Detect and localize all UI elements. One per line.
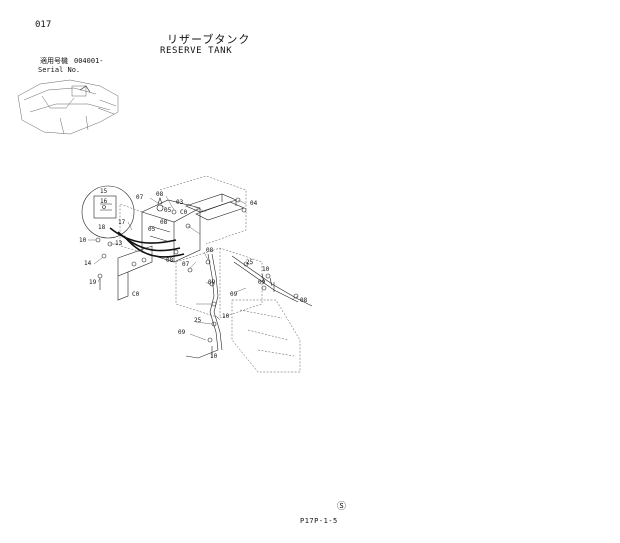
callout: 10 — [210, 353, 218, 360]
callout: 09 — [178, 329, 186, 336]
machine-thumbnail — [17, 79, 119, 135]
page-code: P17P-1-5 — [300, 517, 338, 525]
callout: 05 — [148, 226, 156, 233]
callout: 19 — [89, 279, 97, 286]
callout: 18 — [98, 224, 106, 231]
serial-label-english: Serial No. — [38, 66, 81, 74]
callout: C0 — [180, 209, 188, 216]
callout: 16 — [100, 198, 108, 205]
serial-label-japanese: 適用号機 — [40, 57, 68, 65]
callout: 09 — [258, 279, 266, 286]
callout: 08 — [160, 219, 168, 226]
page-number: 017 — [35, 20, 52, 30]
detail-circle — [81, 185, 135, 239]
callout: 13 — [115, 240, 123, 247]
callout-labels: 15 16 17 18 10 13 14 19 07 08 05 03 04 0… — [79, 188, 308, 360]
callout: 09 — [208, 279, 216, 286]
callout: 07 — [182, 261, 190, 268]
callout: C0 — [132, 291, 140, 298]
callout: 25 — [246, 259, 254, 266]
callout: 14 — [84, 260, 92, 267]
frame-outline — [159, 175, 301, 373]
callout: 07 — [136, 194, 144, 201]
callout: 15 — [100, 188, 108, 195]
title-japanese: リザーブタンク — [167, 33, 251, 46]
callout: 08 — [300, 297, 308, 304]
callout: 05 — [164, 207, 172, 214]
title-english: RESERVE TANK — [160, 46, 233, 56]
mounting-bracket — [117, 245, 153, 301]
callout: 08 — [166, 257, 174, 264]
callout: 10 — [222, 313, 230, 320]
callout: 04 — [250, 200, 258, 207]
callout: 08 — [156, 191, 164, 198]
callout: 10 — [79, 237, 87, 244]
callout: 17 — [118, 219, 126, 226]
cover-panel — [185, 193, 247, 221]
callout: 03 — [176, 199, 184, 206]
callout: 10 — [262, 266, 270, 273]
copyright-icon: Ⓢ — [337, 502, 347, 512]
callout: 08 — [206, 247, 214, 254]
serial-range: 004001- — [74, 57, 104, 65]
callout: 09 — [230, 291, 238, 298]
callout: 25 — [194, 317, 202, 324]
leader-lines — [88, 195, 299, 341]
